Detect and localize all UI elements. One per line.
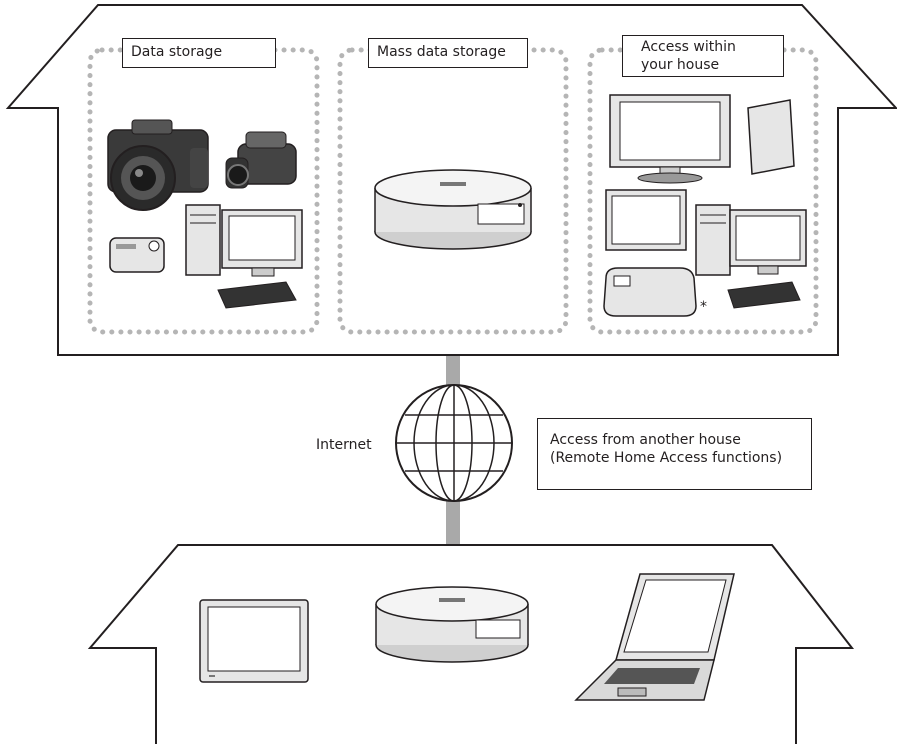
camcorder-icon xyxy=(225,131,297,189)
desktop-pc-icon xyxy=(185,204,303,309)
top-house-outline xyxy=(5,4,897,356)
internet-label: Internet xyxy=(316,437,372,453)
bottom-house-outline xyxy=(87,544,855,744)
remote-access-callout: Access from another house (Remote Home A… xyxy=(537,418,812,490)
media-storage-hub-remote-icon xyxy=(375,586,529,663)
data-storage-label: Data storage xyxy=(122,38,276,68)
dslr-camera-icon xyxy=(107,119,209,211)
tablet-monitor-icon xyxy=(199,599,309,683)
mass-data-storage-label: Mass data storage xyxy=(368,38,528,68)
dock-station-icon xyxy=(603,267,697,317)
globe-icon xyxy=(395,384,513,502)
laptop-icon xyxy=(574,573,735,701)
footnote-asterisk: * xyxy=(700,299,707,315)
desktop-pc-icon-2 xyxy=(695,204,807,309)
tv-monitor-icon xyxy=(605,189,687,251)
game-console-icon xyxy=(747,99,795,175)
media-storage-hub-icon xyxy=(374,169,532,250)
television-icon xyxy=(609,94,731,184)
access-within-label: Access within your house xyxy=(622,35,784,77)
compact-camera-icon xyxy=(109,237,165,273)
